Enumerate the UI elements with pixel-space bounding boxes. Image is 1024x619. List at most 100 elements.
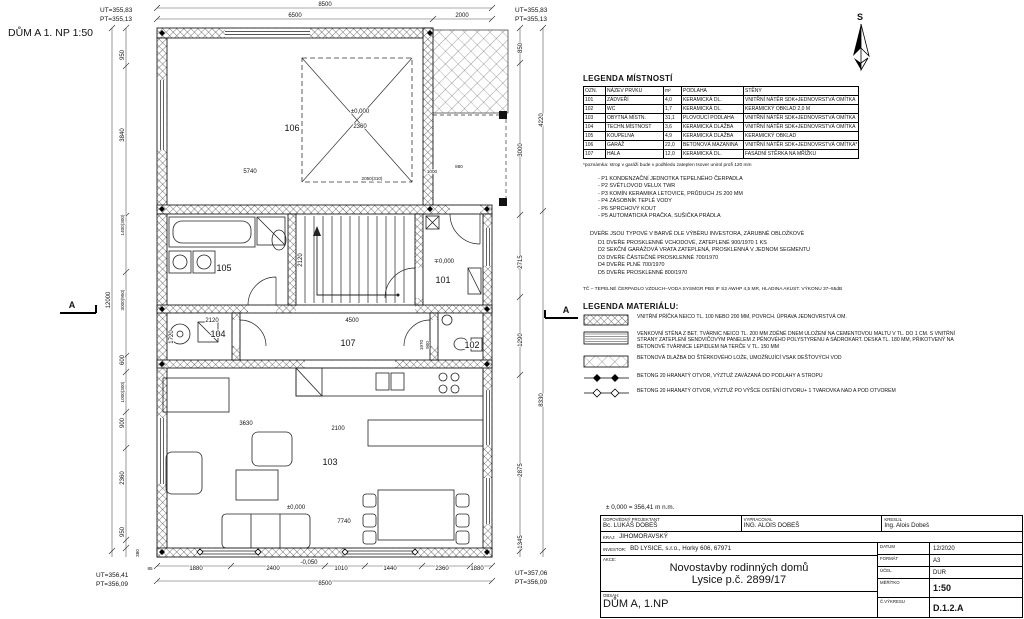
porch-column [499, 111, 507, 119]
armchair-symbol [251, 431, 293, 467]
date-row: DATUM 12/2020 [878, 543, 1022, 555]
field-value: 12/2020 [933, 545, 955, 552]
field-value: A3 [933, 557, 941, 564]
dimension-label: 1000 [427, 169, 438, 174]
pt-label: PT=356,09 [96, 581, 128, 588]
chimney-symbol [425, 215, 440, 230]
radiator-symbol [467, 267, 482, 295]
kitchen-island [367, 419, 484, 447]
dimension-label: 2360 [435, 566, 449, 572]
dining-furniture [362, 489, 470, 545]
dimension-label: 2360 [353, 124, 367, 130]
junction-diamond-symbols [159, 30, 490, 556]
openings [157, 28, 492, 557]
heat-pump-unit-symbol [197, 321, 219, 343]
sink-bowl-symbol [390, 372, 405, 391]
dimension-label: 850 [518, 42, 524, 53]
material-item: BETONOVÁ DLAŽBA DO ŠTĚRKOVÉHO LOŽE, UMOŽ… [583, 355, 983, 368]
dimension-label: 1880 [189, 566, 203, 572]
field-label: DATUM [878, 543, 930, 554]
dimension-label: 3630 [239, 421, 253, 427]
north-arrow: S [853, 12, 870, 72]
dimension-label: 880 [455, 164, 463, 169]
dimension-label: 1720 [169, 330, 175, 344]
responsible-designer-cell: ODPOVĚDNÝ PROJEKTANT Bc. LUKÁŠ DOBEŠ [601, 516, 742, 531]
dimension-label: 4500 [345, 318, 359, 324]
field-value: BD LYSICE, s.r.o., Horky 606, 67971 [630, 545, 732, 552]
fridge-symbol [295, 367, 323, 397]
dimension-label: 900 [425, 341, 430, 349]
note-line: - P2 SVĚTLOVOD VELUX TWR [598, 183, 676, 190]
col-header: NÁZEV PRVKU [605, 86, 664, 96]
note-line: D5 DVEŘE PROSKLENNÉ 800/1970 [598, 269, 688, 276]
dimension-label: 1880 [470, 566, 484, 572]
note-line: D1 DVEŘE PROSKLENNÉ VCHODOVÉ, ZATEPLENÉ … [598, 240, 767, 246]
datum-level-note: ± 0,000 = 356,41 m n.m. [606, 504, 675, 511]
dimension-label: 1400(300) [120, 214, 125, 235]
dimension-label: 2360 [120, 471, 126, 485]
garage-footnote: *poznámka: strop v garáži bude v podhled… [583, 163, 752, 168]
dimension-label: 2120 [205, 318, 219, 324]
chair-symbol [455, 493, 470, 508]
pt-label: PT=355,13 [100, 16, 132, 23]
dimension-label: 3840 [120, 128, 126, 142]
material-item: BETONG 20 HRANATÝ OTVOR, VÝZTUŽ ZAVÁZANÁ… [583, 373, 983, 383]
sideboard-symbol [162, 377, 230, 413]
level-labels: ±0,000 ±0,000 ∓0,000 -0,050 [286, 108, 455, 567]
purpose-row: ÚČEL DUR [878, 567, 1022, 579]
toilet-tank-symbol [470, 337, 483, 352]
door-notes: D1 DVEŘE PROSKLENNÉ VCHODOVÉ, ZATEPLENÉ … [598, 240, 810, 277]
region-row: KRAJ: JIHOMORAVSKÝ [601, 532, 1022, 543]
field-label: ODPOVĚDNÝ PROJEKTANT [603, 517, 660, 522]
note-line: D2 SEKČNÍ GARÁŽOVÁ VRATA ZATEPLENÁ, PROS… [598, 247, 811, 254]
dimension-label: 1970 [419, 339, 424, 350]
field-label: MĚŘÍTKO [878, 579, 930, 597]
material-item: BETONG 20 HRANATÝ OTVOR, VÝZTUŽ PO VÝŠCE… [583, 388, 983, 398]
bathtub-symbol [168, 216, 256, 248]
note-line: - P6 SPRCHOVÝ KOUT [598, 205, 657, 212]
dimension-label: 380 [135, 549, 140, 557]
field-value: DUR [933, 569, 946, 576]
field-label: AKCE: [603, 557, 616, 562]
material-text: VNITŘNÍ PŘÍČKA NEICO TL. 100 NEBO 200 MM… [637, 314, 847, 320]
dimension-label: 8500 [318, 581, 332, 587]
level-label: ∓0,000 [434, 259, 455, 265]
stove-burner-symbol [438, 384, 448, 394]
chair-symbol [455, 513, 470, 528]
dimension-labels: 8500 6500 2000 12000 950 3840 1400(300) … [105, 1, 546, 588]
dimension-label: 85 [147, 566, 153, 571]
dimension-label: 950 [120, 526, 126, 537]
material-item: VENKOVNÍ STĚNA Z BET. TVÁRNIC NEICO TL. … [583, 331, 983, 350]
dimension-label: 8330 [539, 393, 545, 407]
chair-symbol [362, 513, 377, 528]
dimension-label: 2100 [331, 426, 345, 432]
paving-swatch-icon [583, 355, 629, 368]
title-block: ODPOVĚDNÝ PROJEKTANT Bc. LUKÁŠ DOBEŠ VYP… [600, 515, 1023, 618]
note-line: D3 DVEŘE ČÁSTEČNĚ PROSKLENNÉ 700/1970 [598, 254, 719, 261]
sink-bowl-symbol [375, 372, 390, 391]
room-numbers: 101 102 103 104 105 106 107 [209, 122, 480, 468]
project-cell: AKCE: Novostavby rodinných domů Lysice p… [601, 556, 877, 592]
compass-needle-dark [853, 24, 861, 56]
note-line: - P4 ZÁSOBNÍK TEPLÉ VODY [598, 198, 672, 205]
field-label: KRAJ: [603, 534, 616, 540]
field-label: KRESLIL [884, 517, 903, 522]
open-diamond-swatch-icon [584, 388, 629, 398]
dimension-label: 600 [120, 354, 126, 365]
armchair-symbol [165, 451, 203, 495]
chair-symbol [455, 530, 470, 545]
bathroom-fixtures [168, 216, 287, 274]
shower-symbol [256, 216, 286, 246]
dimension-label: 2715 [518, 255, 524, 269]
field-label: INVESTOR: [603, 546, 627, 552]
designers-row: ODPOVĚDNÝ PROJEKTANT Bc. LUKÁŠ DOBEŠ VYP… [601, 516, 1022, 532]
field-label: FORMÁT [878, 555, 930, 566]
room-number-107: 107 [340, 338, 355, 348]
door-general-note: DVEŘE JSOU TYPOVÉ V BARVĚ DLE VÝBĚRU INV… [590, 231, 805, 237]
stove-burner-symbol [450, 372, 460, 382]
